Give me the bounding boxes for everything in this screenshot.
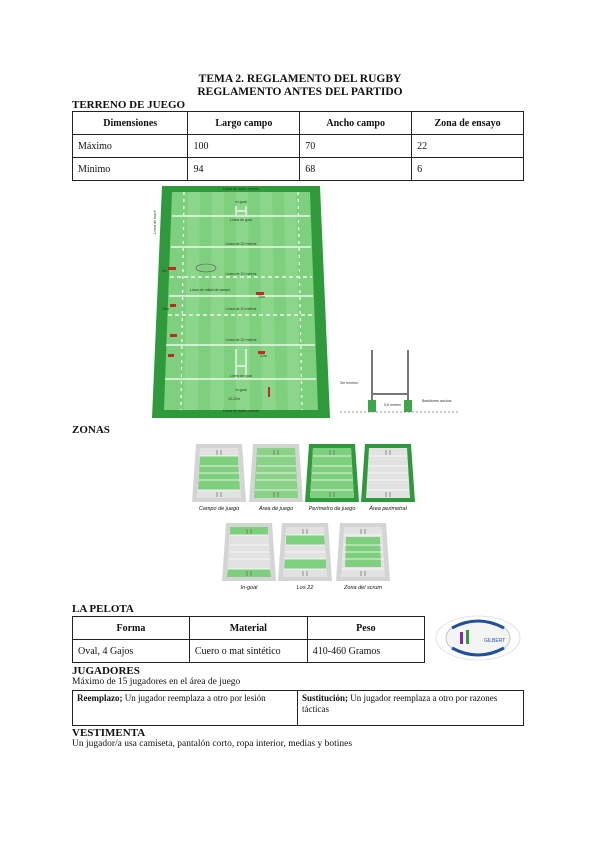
post-label: 5,6 metros [384,403,401,407]
document-subtitle: REGLAMENTO ANTES DEL PARTIDO [197,86,403,98]
section-vestimenta-heading: VESTIMENTA [72,727,146,739]
reemplazo-box: Reemplazo; Un jugador reemplaza a otro p… [72,690,298,726]
section-zonas-heading: ZONAS [72,424,110,436]
zone-tile: Perímetro de juego [303,442,373,516]
table-row: Máximo 100 70 22 [71,134,524,158]
diagram-label: Línea de goal [230,374,252,378]
table-cell: Oval, 4 Gajos [72,639,190,663]
zone-diagram [222,523,276,581]
table-cell: Cuero o mat sintético [188,639,308,663]
rugby-field-diagram: Línea de balón muerto In-goal Línea de g… [152,186,330,418]
table-cell: 70 [299,134,413,158]
zone-tile: Zona del scrum [334,521,404,595]
ball-brand-text: GILBERT [484,638,505,644]
table-header-cell: Peso [306,616,426,640]
table-row: Oval, 4 Gajos Cuero o mat sintético 410-… [72,639,426,663]
vestimenta-text: Un jugador/a usa camiseta, pantalón cort… [72,739,353,749]
sustitucion-label: Sustitución; [302,693,349,703]
zone-tile: In-goal [220,521,290,595]
section-pelota-heading: LA PELOTA [72,603,134,615]
diagram-label: Línea de 10 metros [226,272,257,276]
diagram-label: Línea de touch [153,210,157,234]
reemplazo-text: Un jugador reemplaza a otro por lesión [122,693,266,703]
sustitucion-box: Sustitución; Un jugador reemplaza a otro… [298,690,524,726]
diagram-label: 5m [162,269,167,273]
zone-caption: Los 22 [296,585,314,591]
table-cell: 100 [187,134,301,158]
zone-tile: Área de juego [247,442,317,516]
table-cell: 6 [411,157,524,181]
zone-tile: Los 22 [276,521,346,595]
diagram-label: Línea de 10 metros [226,307,257,311]
diagram-label: 22m [260,354,267,358]
diagram-label: Línea de balón muerto [223,409,259,413]
table-row: Mínimo 94 68 6 [71,157,524,181]
post-label: 3m mínimo [340,381,358,385]
diagram-label: Línea de mitad de campo [190,288,231,292]
zone-caption: Área de juego [258,506,294,512]
diagram-label: In-goal [236,200,247,204]
table-header-cell: Dimensiones [71,111,189,135]
table-header-row: Forma Material Peso [72,616,426,640]
table-header-cell: Forma [72,616,190,640]
diagram-label: 15m [258,295,265,299]
section-jugadores-heading: JUGADORES [72,665,140,677]
table-header-row: Dimensiones Largo campo Ancho campo Zona… [71,111,524,135]
jugadores-text: Máximo de 15 jugadores en el área de jue… [72,677,241,687]
diagram-label: Línea de goal [230,218,252,222]
diagram-label: 10-22m [228,397,240,401]
document-title: TEMA 2. REGLAMENTO DEL RUGBY [198,73,402,85]
diagram-label: Línea de balón muerto [223,187,259,191]
table-header-cell: Largo campo [187,111,301,135]
zone-diagram [305,444,359,502]
table-cell: 22 [411,134,524,158]
zone-caption: In-goal [240,585,258,591]
table-cell: 68 [299,157,413,181]
reemplazo-label: Reemplazo; [77,693,123,703]
diagram-label: Línea de 22 metros [226,338,257,342]
zone-caption: Campo de juego [198,506,240,512]
diagram-label: 10m [162,307,169,311]
table-header-cell: Ancho campo [299,111,413,135]
zone-caption: Zona del scrum [344,585,382,591]
zone-caption: Perímetro de juego [308,506,356,512]
zone-diagram [361,444,415,502]
table-cell: Mínimo [71,157,189,181]
zone-tile: Campo de juego [190,442,260,516]
zone-tile: Área perimetral [359,442,429,516]
pelota-table: Forma Material Peso Oval, 4 Gajos Cuero … [72,616,426,663]
diagram-label: Línea de 22 metros [226,242,257,246]
diagram-label: In-goal [236,388,247,392]
terreno-table: Dimensiones Largo campo Ancho campo Zona… [71,111,524,181]
table-cell: 94 [187,157,301,181]
table-header-cell: Material [188,616,308,640]
zone-diagram [249,444,303,502]
zone-diagram [192,444,246,502]
table-header-cell: Zona de ensayo [411,111,524,135]
goal-posts-diagram: 3m mínimo 5,6 metros Bastidores anchos [340,350,460,413]
rugby-ball-image: GILBERT [435,615,521,661]
post-label: Bastidores anchos [422,399,452,403]
section-terreno-heading: TERRENO DE JUEGO [72,99,186,111]
sustitucion-text: Un jugador reemplaza a otro por razones … [302,693,498,714]
zone-caption: Área perimetral [369,506,407,512]
table-cell: Máximo [71,134,189,158]
zone-diagram [278,523,332,581]
zone-diagram [336,523,390,581]
table-cell: 410-460 Gramos [306,639,426,663]
